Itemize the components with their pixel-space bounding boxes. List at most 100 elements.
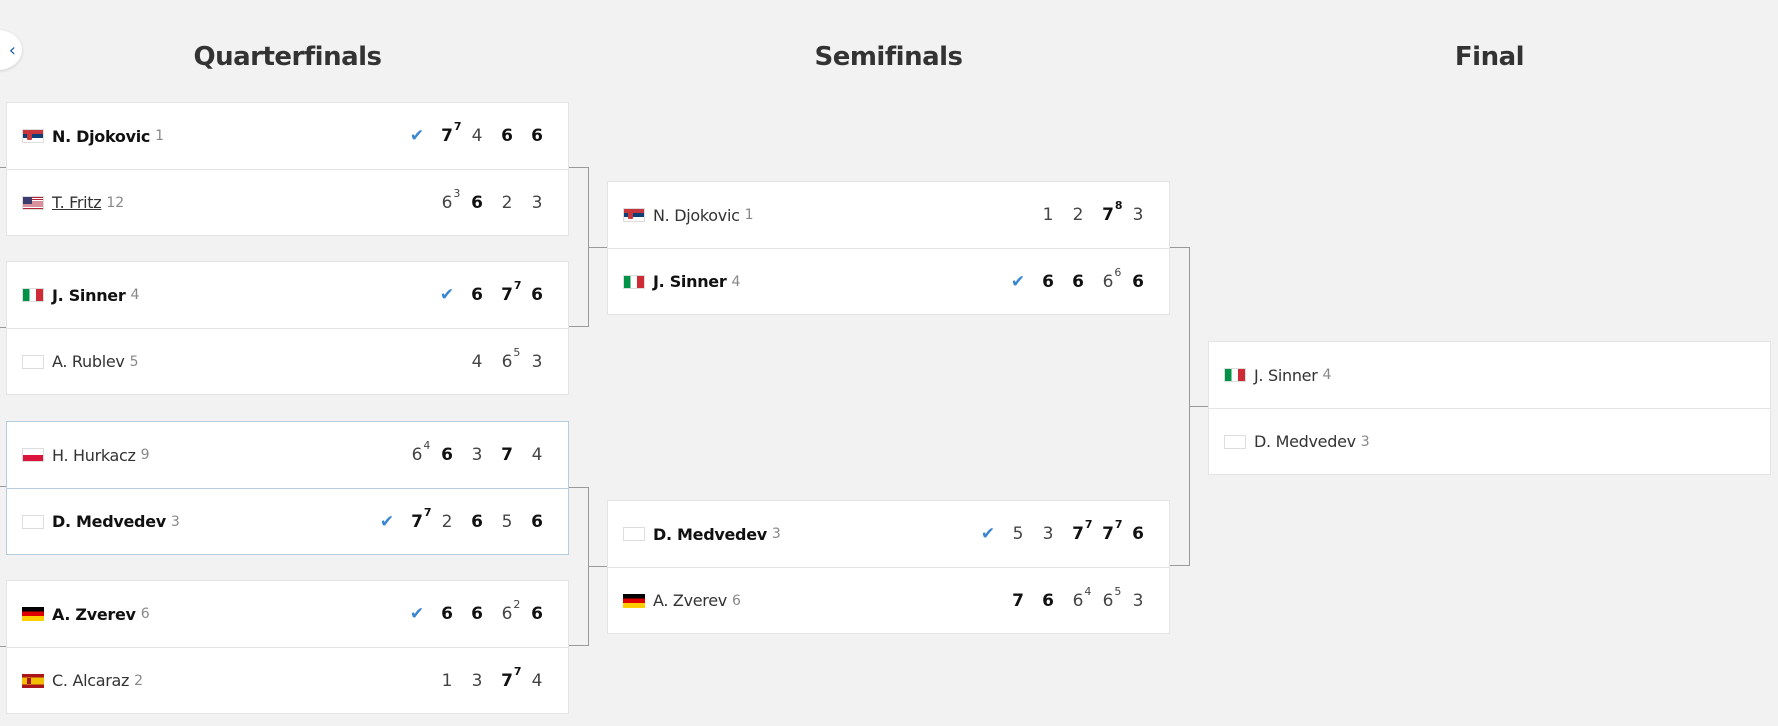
set-score: 6 xyxy=(462,193,492,213)
player-name: A. Rublev xyxy=(52,352,125,371)
tiebreak-score: 7 xyxy=(513,664,522,678)
player-name: N. Djokovic xyxy=(653,205,740,225)
bracket-connector xyxy=(1190,406,1208,407)
set-score: 3 xyxy=(522,193,552,213)
set-games: 2 xyxy=(441,511,453,532)
round-title-quarterfinals: Quarterfinals xyxy=(193,42,382,72)
check-icon: ✔ xyxy=(409,126,425,146)
set-games: 7 xyxy=(1012,590,1024,611)
tiebreak-score: 3 xyxy=(453,186,461,200)
player-name: D. Medvedev xyxy=(653,524,767,544)
set-score: 3 xyxy=(1033,524,1063,544)
set-games: 6 xyxy=(531,511,543,532)
tiebreak-score: 7 xyxy=(1084,518,1093,531)
tiebreak-score: 7 xyxy=(453,120,462,133)
set-score: 7 xyxy=(1003,591,1033,611)
player-seed: 9 xyxy=(140,447,150,463)
set-games: 6 xyxy=(501,126,513,146)
set-games: 3 xyxy=(1132,205,1144,225)
set-score: 5 xyxy=(1003,524,1033,544)
tiebreak-score: 6 xyxy=(1114,265,1122,279)
set-score: 7 xyxy=(492,445,522,465)
flag-italy-icon xyxy=(623,274,645,289)
set-games: 6 xyxy=(501,351,513,372)
set-games: 7 xyxy=(501,445,513,465)
set-score: 6 xyxy=(522,126,552,146)
set-score: 6 xyxy=(432,445,462,465)
set-games: 6 xyxy=(531,126,543,146)
set-games: 7 xyxy=(411,511,423,532)
player-name[interactable]: T. Fritz xyxy=(52,193,102,212)
player-name: A. Zverev xyxy=(653,591,727,610)
player-seed: 2 xyxy=(134,672,144,689)
set-games: 4 xyxy=(471,351,483,372)
set-games: 3 xyxy=(1132,590,1144,611)
check-icon: ✔ xyxy=(439,285,455,305)
set-games: 6 xyxy=(441,192,453,213)
set-games: 6 xyxy=(1042,590,1054,611)
set-score: 1 xyxy=(432,671,462,691)
set-score: 6 xyxy=(1033,272,1063,292)
bracket-connector xyxy=(569,487,589,646)
flag-italy-icon xyxy=(1224,368,1246,382)
back-button[interactable]: ‹ xyxy=(0,30,22,70)
set-games: 6 xyxy=(1042,271,1054,292)
tiebreak-score: 5 xyxy=(513,345,521,359)
set-score: 3 xyxy=(462,445,492,465)
bracket-connector xyxy=(0,327,6,328)
chevron-left-icon: ‹ xyxy=(8,39,16,61)
set-games: 7 xyxy=(1072,524,1084,544)
set-score: 6 xyxy=(432,604,462,624)
set-games: 7 xyxy=(1102,205,1114,225)
bracket-connector xyxy=(569,167,589,327)
set-games: 1 xyxy=(441,670,453,691)
check-icon: ✔ xyxy=(379,511,395,532)
set-score: 6 xyxy=(1063,272,1093,292)
set-games: 6 xyxy=(531,285,543,305)
flag-serbia-icon xyxy=(22,129,44,143)
check-icon: ✔ xyxy=(409,604,425,624)
set-score: 3 xyxy=(462,671,492,691)
player-name: H. Hurkacz xyxy=(52,445,136,465)
set-score: 2 xyxy=(432,512,462,532)
set-score: 6 xyxy=(462,285,492,305)
set-games: 3 xyxy=(531,351,543,372)
check-icon: ✔ xyxy=(980,524,996,544)
tiebreak-score: 2 xyxy=(513,598,521,611)
set-games: 6 xyxy=(1132,271,1144,292)
set-games: 6 xyxy=(501,604,513,624)
round-title-semifinals: Semifinals xyxy=(814,42,963,72)
set-games: 6 xyxy=(1072,271,1084,292)
tiebreak-score: 4 xyxy=(1084,584,1092,598)
